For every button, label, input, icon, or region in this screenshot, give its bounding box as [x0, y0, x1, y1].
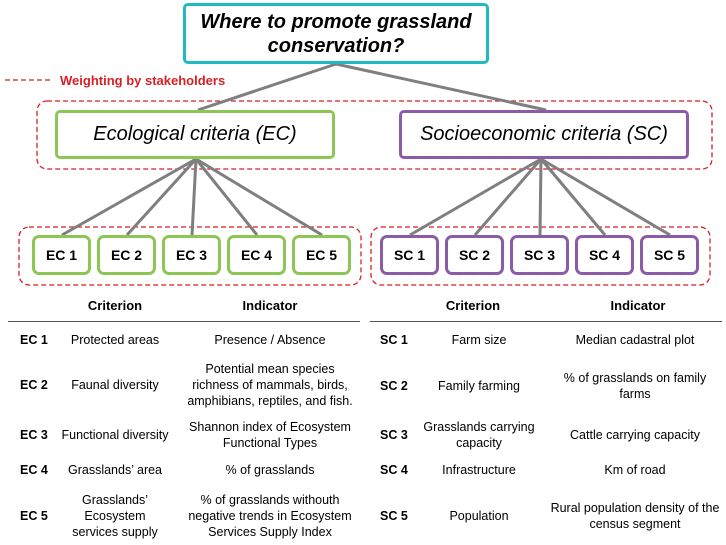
connector-ec-2	[125, 157, 198, 237]
sc-node-4: SC 4	[575, 235, 634, 275]
sc-node-5: SC 5	[640, 235, 699, 275]
sc-node-3: SC 3	[510, 235, 569, 275]
sc-table: Criterion Indicator SC 1 Farm size Media…	[368, 298, 726, 543]
ecological-criteria-box: Ecological criteria (EC)	[55, 110, 335, 159]
goal-box: Where to promote grassland conservation?	[183, 3, 489, 64]
connector-ec-3	[190, 158, 198, 236]
connector-sc-5	[540, 157, 671, 237]
sc-node-1: SC 1	[380, 235, 439, 275]
connector-sc-1	[409, 157, 542, 237]
connector-goal-sc	[335, 62, 547, 112]
sc-node-2: SC 2	[445, 235, 504, 275]
weighting-frame-ec	[18, 226, 362, 286]
ec-header-criterion: Criterion	[87, 298, 143, 313]
weighting-legend-label: Weighting by stakeholders	[60, 73, 226, 88]
ec-table: Criterion Indicator EC 1 Protected areas…	[0, 298, 362, 543]
connector-goal-ec	[197, 62, 337, 112]
sc-table-rule	[370, 321, 722, 322]
connector-ec-4	[194, 158, 259, 236]
connector-sc-4	[539, 158, 607, 236]
sc-header-indicator: Indicator	[610, 298, 666, 313]
weighting-frame-criteria	[36, 100, 713, 170]
ec-node-2: EC 2	[97, 235, 156, 275]
ec-table-rule	[8, 321, 360, 322]
ec-header-indicator: Indicator	[242, 298, 298, 313]
diagram-connectors	[5, 62, 713, 286]
ec-node-5: EC 5	[292, 235, 351, 275]
sc-header-criterion: Criterion	[445, 298, 501, 313]
ec-node-3: EC 3	[162, 235, 221, 275]
weighting-frame-sc	[370, 226, 711, 286]
connector-ec-5	[195, 157, 323, 237]
ec-node-4: EC 4	[227, 235, 286, 275]
connector-sc-3	[538, 158, 543, 236]
connector-ec-1	[61, 157, 197, 237]
socioeconomic-criteria-box: Socioeconomic criteria (SC)	[399, 110, 689, 159]
connector-sc-2	[473, 158, 543, 236]
ec-node-1: EC 1	[32, 235, 91, 275]
